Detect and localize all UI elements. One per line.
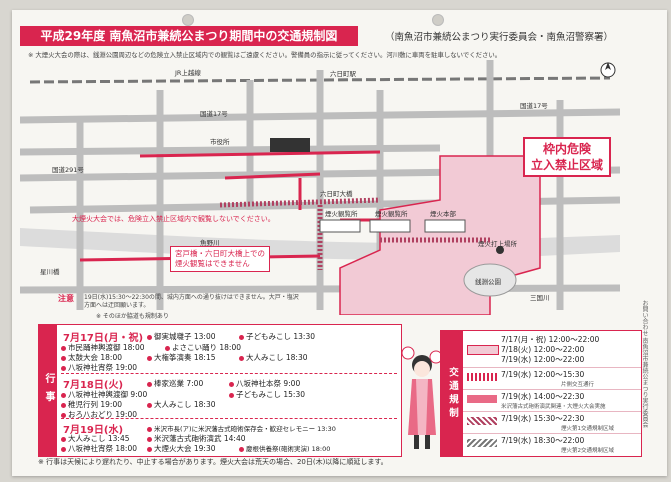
- event-item: 大人みこし 18:30: [147, 399, 216, 410]
- traffic-row: 7/19(水) 18:30～22:00 煙火第2交通規制区域: [463, 433, 641, 455]
- caution-label: 注意: [58, 294, 74, 303]
- map-label-park: 銭淵公園: [475, 277, 501, 286]
- restricted-area-label: 枠内危険 立入禁止区域: [523, 137, 612, 177]
- traffic-row: 7/19(水) 12:00～15:30 片側交互通行: [463, 367, 641, 390]
- event-day-1: 7月17日(月・祝): [63, 333, 144, 344]
- event-item: 子どもみこし 13:30: [239, 331, 315, 342]
- traffic-line: 7/19(水) 18:30～22:00: [501, 436, 585, 445]
- event-divider: [61, 418, 397, 419]
- city-hall-block: [270, 138, 310, 152]
- traffic-line: 7/18(火) 12:00～22:00: [501, 345, 585, 354]
- map-label-route291: 国道291号: [52, 165, 84, 174]
- event-item: よさこい踊り 18:00: [165, 342, 241, 353]
- traffic-line: 7/19(水) 12:00～22:00: [501, 355, 585, 364]
- map-label-route17b: 国道17号: [520, 101, 548, 110]
- event-item: 八坂神社宵祭 18:00: [61, 443, 137, 454]
- traffic-sub: 煙火第1交通規制区域: [561, 426, 614, 432]
- legend-swatch: [467, 439, 497, 447]
- map-svg: JR上越線 六日町駅 国道17号 国道291号 国道17号 市役所 煙火観覧所 …: [19, 60, 621, 316]
- punch-hole: [432, 14, 444, 26]
- bridge-warning-line2: 煙火観覧はできません: [175, 259, 250, 268]
- bridge-warning-line1: 宮戸橋・六日町大橋上での: [175, 249, 265, 258]
- map-label-launch: 煙火打上場所: [478, 239, 518, 248]
- fireworks-hq: [424, 219, 466, 233]
- map-label-hoshi: 星川橋: [40, 267, 60, 276]
- traffic-row: 7/19(水) 14:00～22:30 米沢藩古式砲術演武関連・大煙火大会実施: [463, 389, 641, 412]
- event-item: 米沢藩古式砲術演武 14:40: [147, 433, 246, 444]
- event-item: 棒家巡業 7:00: [147, 378, 203, 389]
- top-note: ※ 大煙火大会の際は、銭淵公園周辺などの危険立入禁止区域内での観覧はご遠慮くださ…: [28, 51, 502, 59]
- caution-sub: ※ そのほか脇道も規制あり: [96, 313, 169, 320]
- event-item: 太鼓大会 18:00: [61, 352, 122, 363]
- traffic-sub: 米沢藩古式砲術演武関連・大煙火大会実施: [501, 404, 606, 410]
- footer-note: ※ 行事は天候により遅れたり、中止する場合があります。煙火大会は荒天の場合、20…: [38, 458, 388, 466]
- hatched-roads: [219, 197, 490, 270]
- railway-line: [29, 76, 611, 84]
- event-item: 大権筝演奏 18:15: [147, 352, 216, 363]
- event-item: 大人みこし 18:30: [239, 352, 308, 363]
- caution-text: 19日(水)15:30～22:30の間、城内方面への通り抜けはできません。大戸・…: [84, 294, 299, 309]
- map-label-fireworks-site2: 煙火観覧所: [375, 209, 408, 218]
- event-item: おろ八おどり 19:00: [61, 409, 137, 420]
- event-item: 八坂神社本祭 9:00: [229, 378, 300, 389]
- punch-hole: [182, 14, 194, 26]
- map-label-sanko: 三国川: [530, 294, 550, 302]
- events-panel: 行事 7月17日(月・祝) 御実城囃子 13:00 子どもみこし 13:30 市…: [38, 324, 402, 457]
- event-divider: [61, 373, 397, 374]
- park: [463, 263, 517, 297]
- map-label-station: 六日町駅: [330, 69, 357, 78]
- restricted-area-label-line1: 枠内危険: [543, 142, 592, 156]
- event-item: 八坂神社神輿渡御 9:00: [61, 389, 147, 400]
- traffic-line: 7/19(水) 12:00～15:30: [501, 370, 585, 379]
- event-item: 御実城囃子 13:00: [147, 331, 216, 342]
- traffic-side-label: 交通規制: [441, 331, 463, 456]
- event-item: 慶根供養祭(砲術実演) 18:00: [239, 443, 330, 453]
- restricted-area-label-line2: 立入禁止区域: [531, 158, 604, 172]
- traffic-row: 7/17(月・祝) 12:00～22:00 7/18(火) 12:00～22:0…: [463, 331, 641, 368]
- map-label-route17: 国道17号: [200, 109, 228, 118]
- bridge-warning-box: 宮戸橋・六日町大橋上での 煙火観覧はできません: [170, 246, 270, 272]
- traffic-line: 7/19(水) 14:00～22:30: [501, 392, 585, 401]
- traffic-line: 7/19(水) 15:30～22:30: [501, 414, 585, 423]
- event-item: 市民踊神輿渡御 18:00: [61, 342, 145, 353]
- launch-point-icon: [496, 246, 504, 254]
- map-label-city-hall: 市役所: [210, 137, 230, 146]
- event-item: 大煙火大会 19:30: [147, 443, 216, 454]
- legend-swatch: [467, 417, 497, 425]
- fireworks-stand: [319, 219, 361, 233]
- map-label-jr: JR上越線: [174, 68, 201, 77]
- event-item: 子どもみこし 15:30: [229, 389, 305, 400]
- fireworks-stand: [369, 219, 411, 233]
- legend-swatch: [467, 373, 497, 381]
- legend-swatch: [467, 345, 499, 355]
- traffic-map: JR上越線 六日町駅 国道17号 国道291号 国道17号 市役所 煙火観覧所 …: [19, 60, 621, 316]
- page-title: 平成29年度 南魚沼市兼続公まつり期間中の交通規制図: [20, 26, 358, 46]
- map-label-yokkamachi-bridge: 六日町大橋: [320, 189, 353, 198]
- traffic-line: 7/17(月・祝) 12:00～22:00: [501, 335, 600, 344]
- event-day-3: 7月19日(水): [63, 425, 124, 436]
- events-side-label: 行事: [39, 325, 57, 456]
- north-arrow-icon: [600, 62, 616, 78]
- traffic-row: 7/19(水) 15:30～22:30 煙火第1交通規制区域: [463, 411, 641, 434]
- map-label-fireworks-site: 煙火観覧所: [325, 209, 358, 218]
- map-label-fireworks-hq: 煙火本部: [430, 209, 457, 218]
- traffic-sub: 煙火第2交通規制区域: [561, 448, 614, 454]
- legend-swatch: [467, 395, 497, 403]
- map-label-river: 魚野川: [200, 238, 220, 247]
- left-note: 大煙火大会では、危険立入禁止区域内で観覧しないでください。: [72, 215, 275, 223]
- traffic-sub: 片側交互通行: [561, 382, 595, 388]
- side-credit: お問い合わせ 南魚沼市兼続公まつり実行委員会: [641, 300, 648, 428]
- mascot-illustration: [402, 346, 442, 449]
- event-item: 米沢市長(ア)に米沢藩古式砲術保存会・歓迎セレモニー 13:30: [147, 423, 336, 433]
- event-item: 稚児行列 19:00: [61, 399, 122, 410]
- organizer-credit: （南魚沼市兼続公まつり実行委員会・南魚沼警察署）: [385, 32, 614, 43]
- event-item: 大人みこし 13:45: [61, 433, 130, 444]
- traffic-regulation-panel: 交通規制 7/17(月・祝) 12:00～22:00 7/18(火) 12:00…: [440, 330, 642, 457]
- event-day-2: 7月18日(火): [63, 380, 124, 391]
- event-item: 八坂神社宵祭 19:00: [61, 362, 137, 373]
